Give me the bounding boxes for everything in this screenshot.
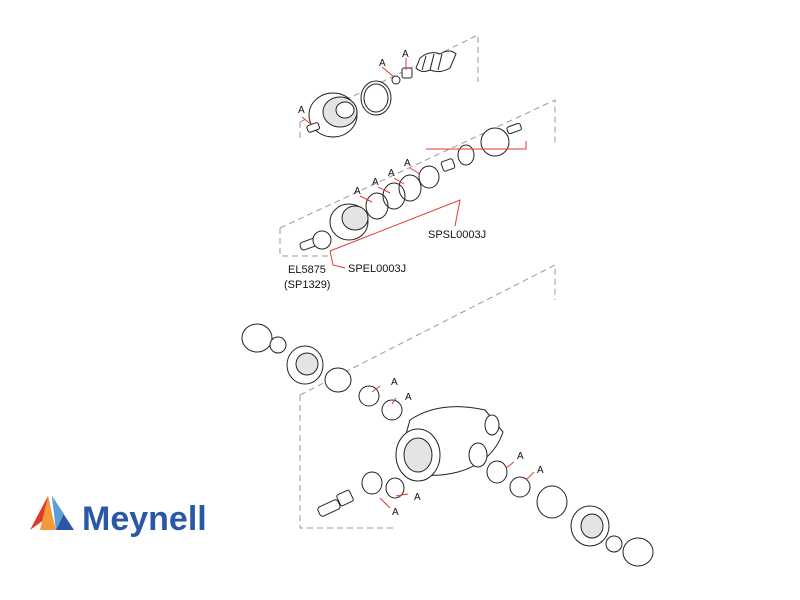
part-label-spsl0003j: SPSL0003J [428, 229, 486, 241]
callout-a: A [298, 105, 305, 116]
brand-wordmark: Meynell [82, 500, 207, 538]
callout-a: A [405, 392, 412, 403]
callout-a: A [372, 177, 379, 188]
middle-cartridge-assembly [299, 122, 522, 251]
logo-mark-icon [30, 496, 74, 530]
bottom-valve-body-assembly [241, 323, 654, 567]
assembly-outline-middle [279, 99, 556, 257]
callout-leaders [301, 58, 535, 509]
meynell-logo: Meynell [30, 496, 207, 538]
callout-letters: A A A A A A A A A A A A A [298, 49, 544, 518]
callout-a: A [414, 492, 421, 503]
callout-a: A [354, 186, 361, 197]
callout-a: A [404, 158, 411, 169]
part-label-sp1329: (SP1329) [284, 279, 330, 291]
callout-a: A [391, 377, 398, 388]
callout-a: A [392, 507, 399, 518]
assembly-outline-top [299, 34, 479, 140]
part-label-el5875: EL5875 [288, 264, 326, 276]
callout-a: A [388, 168, 395, 179]
callout-a: A [402, 49, 409, 60]
callout-a: A [379, 58, 386, 69]
top-cap-assembly [306, 50, 457, 138]
part-label-spel0003j: SPEL0003J [348, 263, 406, 275]
callout-a: A [537, 465, 544, 476]
callout-a: A [517, 451, 524, 462]
assembly-outline-bottom [299, 264, 556, 529]
